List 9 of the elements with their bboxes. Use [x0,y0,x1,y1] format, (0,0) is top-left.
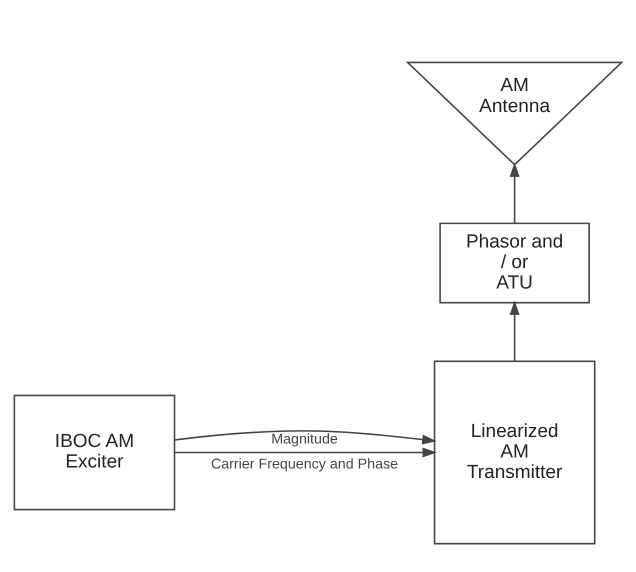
arrow [174,430,436,445]
node-box: Linearized AM Transmitter [434,360,596,544]
arrow [174,447,437,458]
node-box: IBOC AM Exciter [14,394,176,510]
edge-label: Carrier Frequency and Phase [210,456,398,473]
node-box: Phasor and / or ATU [439,222,590,304]
arrow [510,162,520,224]
arrow [510,300,520,362]
edge-label: Magnitude [271,431,338,448]
